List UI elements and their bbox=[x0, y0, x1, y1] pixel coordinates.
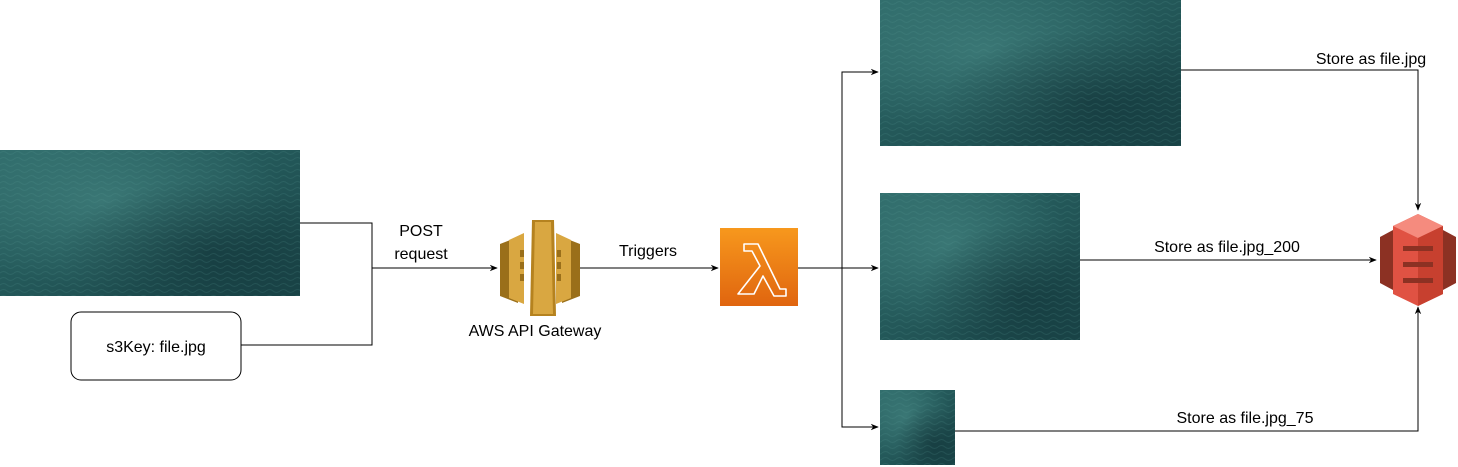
store-75-label: Store as file.jpg_75 bbox=[1177, 410, 1314, 427]
store-original-label: Store as file.jpg bbox=[1316, 51, 1426, 68]
post-label-line1: POST bbox=[399, 223, 443, 240]
edge-key-to-gateway bbox=[241, 268, 373, 346]
edge-75-to-s3 bbox=[955, 306, 1422, 432]
post-label-line2: request bbox=[394, 246, 448, 263]
edge-original-to-s3 bbox=[1181, 69, 1422, 211]
output-image-200 bbox=[880, 193, 1080, 340]
output-image-75 bbox=[880, 390, 955, 465]
output-image-original bbox=[880, 0, 1181, 146]
aws-s3-bucket-icon bbox=[1380, 214, 1456, 306]
aws-api-gateway-icon bbox=[500, 220, 580, 316]
triggers-label: Triggers bbox=[619, 243, 677, 260]
edge-lambda-to-image-original bbox=[798, 68, 879, 269]
store-200-label: Store as file.jpg_200 bbox=[1154, 239, 1300, 256]
api-gateway-label: AWS API Gateway bbox=[469, 323, 602, 340]
request-key-box: s3Key: file.jpg bbox=[70, 311, 242, 381]
source-image bbox=[0, 150, 300, 296]
edge-lambda-to-image-75 bbox=[841, 268, 879, 431]
edge-image-to-gateway bbox=[300, 222, 498, 272]
aws-lambda-icon bbox=[720, 228, 798, 306]
request-key-label: s3Key: file.jpg bbox=[106, 339, 206, 356]
